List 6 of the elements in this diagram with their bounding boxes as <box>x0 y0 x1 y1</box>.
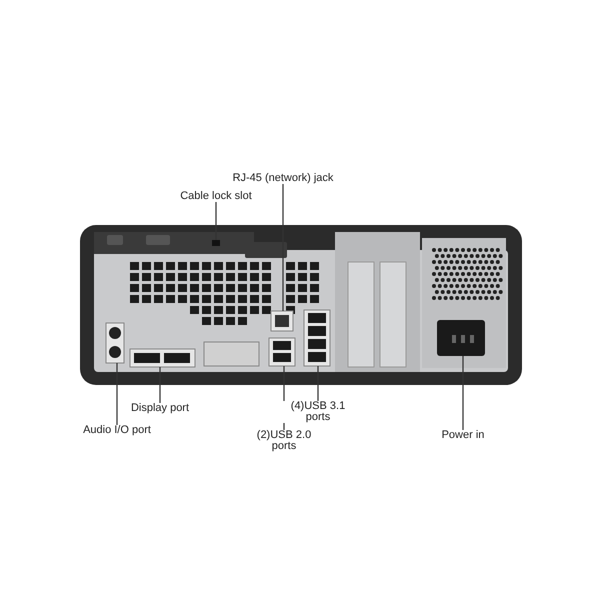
leader-line <box>317 366 319 401</box>
leader-line <box>159 367 161 403</box>
leader-line <box>462 356 464 430</box>
leader-line <box>282 184 284 311</box>
leader-line <box>116 363 118 425</box>
leader-line <box>215 202 217 240</box>
